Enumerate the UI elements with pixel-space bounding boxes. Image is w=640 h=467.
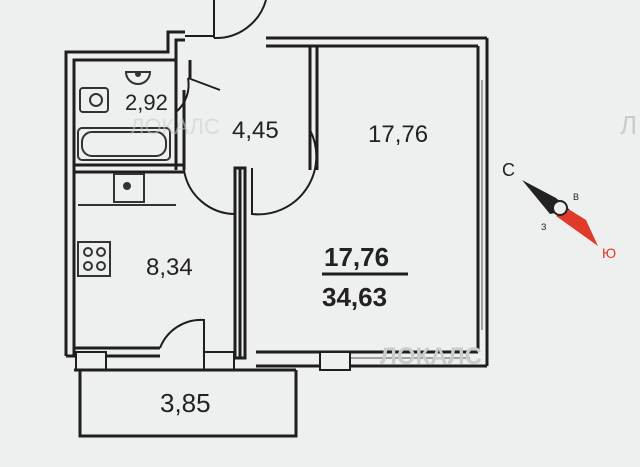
- windows: [75, 80, 483, 371]
- kitchen-fixtures: [77, 173, 176, 277]
- living-area-total: 17,76: [324, 242, 389, 272]
- room-area-hallway: 4,45: [232, 117, 279, 144]
- compass-center: [552, 200, 568, 216]
- compass-east-label: В: [573, 192, 579, 202]
- watermark-side-mark: Л: [620, 110, 637, 140]
- compass: С Ю В З: [502, 160, 616, 261]
- room-area-balcony: 3,85: [160, 388, 211, 418]
- bathroom-fixtures: [77, 71, 171, 161]
- room-area-bathroom: 2,92: [125, 90, 168, 115]
- compass-south-label: Ю: [602, 245, 616, 261]
- room-area-living: 17,76: [368, 121, 428, 148]
- compass-south-needle: [556, 210, 598, 246]
- door-swings: [159, 0, 318, 356]
- balcony-outline: [74, 368, 298, 438]
- compass-north-label: С: [502, 160, 515, 180]
- total-area: 34,63: [322, 282, 387, 312]
- watermark-faint: ЛОКАЛС: [130, 114, 220, 139]
- watermark-logo: ЛОКАЛС: [380, 343, 482, 370]
- room-area-kitchen: 8,34: [146, 254, 193, 281]
- compass-west-label: З: [541, 222, 546, 232]
